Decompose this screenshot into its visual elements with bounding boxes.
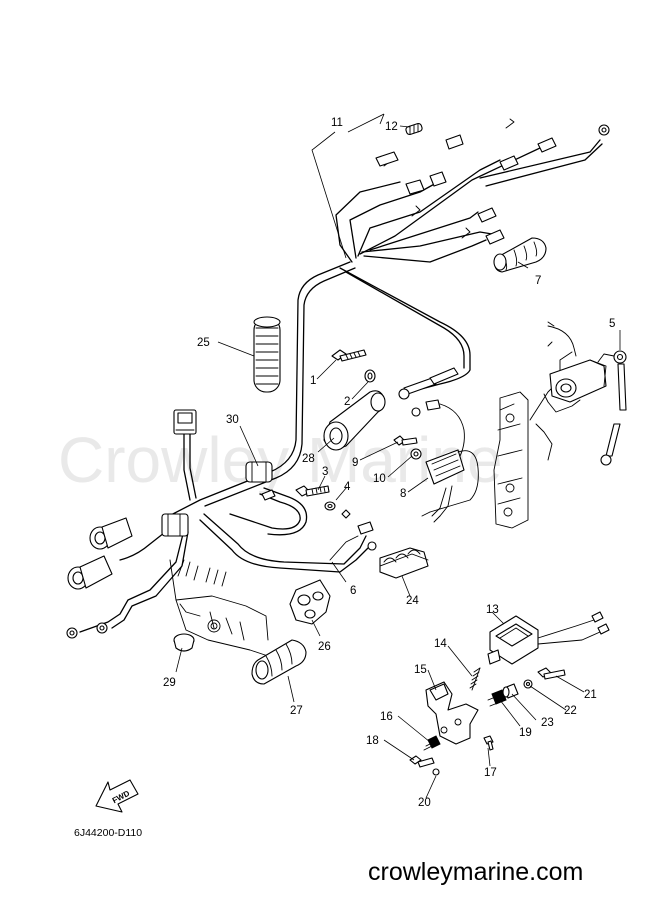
callout-3: 3 <box>322 466 328 478</box>
callout-13: 13 <box>486 604 499 616</box>
part-6-lead[interactable] <box>329 535 359 561</box>
part-7-grommet[interactable] <box>493 237 547 273</box>
part-9-screw[interactable] <box>393 435 418 446</box>
harness-terminals <box>375 118 610 245</box>
ring-terminals <box>66 622 108 639</box>
callout-29: 29 <box>163 677 176 689</box>
callout-22: 22 <box>564 705 577 717</box>
callout-4: 4 <box>344 481 351 493</box>
part-10-washer[interactable] <box>410 448 422 460</box>
part-17-screw[interactable] <box>483 735 494 751</box>
part-28-cap[interactable] <box>323 390 386 451</box>
harness-terminals-lower <box>261 489 377 551</box>
callout-labels: 11 12 7 5 25 1 2 30 28 9 3 10 4 8 6 24 1… <box>163 117 615 809</box>
callout-24: 24 <box>406 595 419 607</box>
callout-23: 23 <box>541 717 554 729</box>
callout-26: 26 <box>318 641 331 653</box>
part-26-bracket[interactable] <box>289 579 331 625</box>
plug-connectors[interactable] <box>67 513 189 590</box>
part-21-bolt[interactable] <box>537 667 566 680</box>
harness-connector <box>398 367 465 461</box>
engine-bracket-outline <box>169 559 269 657</box>
callout-28: 28 <box>302 453 315 465</box>
callout-30: 30 <box>226 414 239 426</box>
callout-1: 1 <box>310 375 316 387</box>
part-23-collar[interactable] <box>502 683 519 699</box>
callout-10: 10 <box>373 473 386 485</box>
part-30-connector[interactable] <box>173 409 197 435</box>
part-2-washer[interactable] <box>364 369 376 383</box>
callout-14: 14 <box>434 638 447 650</box>
callout-2: 2 <box>344 396 350 408</box>
callout-6: 6 <box>350 585 356 597</box>
callout-16: 16 <box>380 711 393 723</box>
part-14-spring[interactable] <box>469 667 481 691</box>
callout-25: 25 <box>197 337 210 349</box>
part-19-spring[interactable] <box>487 689 507 707</box>
callout-19: 19 <box>519 727 532 739</box>
part-3-bolt[interactable] <box>295 485 330 497</box>
part-1-bolt[interactable] <box>331 349 367 362</box>
callout-15: 15 <box>414 664 427 676</box>
part-8-rectifier[interactable] <box>421 449 479 523</box>
callout-12: 12 <box>385 121 398 133</box>
engine-side-bracket <box>493 321 581 529</box>
callout-18: 18 <box>366 735 379 747</box>
callout-20: 20 <box>418 797 431 809</box>
callout-21: 21 <box>584 689 597 701</box>
part-20-pin[interactable] <box>432 768 440 776</box>
part-5-lead-wire[interactable] <box>600 350 627 466</box>
part-12-fuse[interactable] <box>405 122 423 136</box>
leader-lines <box>175 113 621 799</box>
callout-27: 27 <box>290 705 303 717</box>
part-29-plug[interactable] <box>173 633 195 652</box>
brand-url: crowleymarine.com <box>368 858 583 886</box>
callout-8: 8 <box>400 488 406 500</box>
part-18-screw[interactable] <box>409 755 435 768</box>
part-27-grommet[interactable] <box>251 639 307 685</box>
harness-clamp <box>245 461 273 483</box>
callout-7: 7 <box>535 275 541 287</box>
callout-11: 11 <box>331 117 343 129</box>
part-16-spring[interactable] <box>423 735 441 751</box>
callout-17: 17 <box>484 767 497 779</box>
part-13-switch[interactable] <box>487 611 610 665</box>
part-15-plate[interactable] <box>425 681 479 745</box>
callout-9: 9 <box>352 457 358 469</box>
wire-harness[interactable] <box>79 139 603 633</box>
diagram-code: 6J44200-D110 <box>74 827 142 839</box>
callout-5: 5 <box>609 318 615 330</box>
fwd-arrow-icon: FWD <box>95 779 139 813</box>
watermark: Crowley Marine <box>58 424 503 496</box>
starter-relay <box>549 353 615 403</box>
part-24-clip[interactable] <box>379 547 429 579</box>
part-25-grommet[interactable] <box>253 316 281 393</box>
part-4-washer[interactable] <box>324 501 336 511</box>
